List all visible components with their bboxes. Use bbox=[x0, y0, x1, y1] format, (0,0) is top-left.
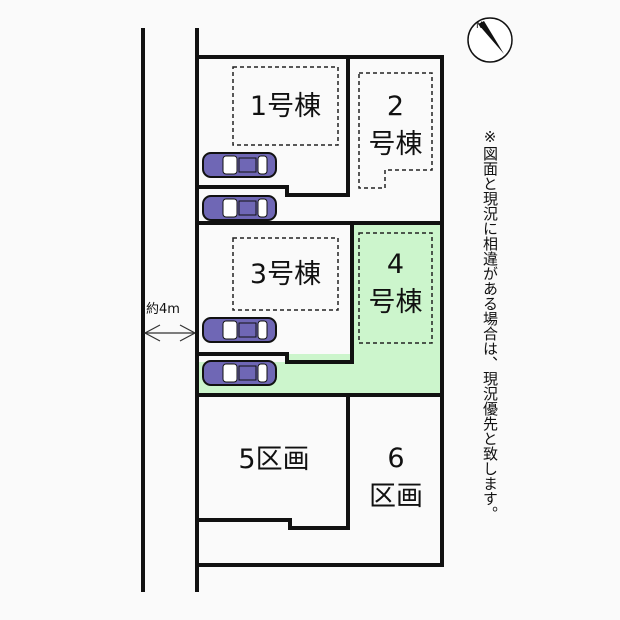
disclaimer-note: ※図面と現況に相違がある場合は、現況優先と致します。 bbox=[481, 128, 499, 521]
building-outlines bbox=[232, 66, 433, 344]
lot-2-label: 2 号棟 bbox=[359, 88, 432, 164]
car-icon bbox=[202, 317, 277, 343]
lot-6-label: 6 区画 bbox=[350, 440, 442, 516]
svg-text:N: N bbox=[476, 21, 483, 31]
lot-4-number: 4 bbox=[386, 249, 405, 280]
lot-6-suffix: 区画 bbox=[369, 481, 423, 512]
road-width-label: 約4m bbox=[146, 302, 180, 317]
lot-5-label: 5区画 bbox=[238, 444, 310, 475]
lot-6-number: 6 bbox=[387, 443, 405, 474]
lot-2-suffix: 号棟 bbox=[368, 129, 423, 160]
car-icon bbox=[202, 195, 277, 221]
road-width-arrow bbox=[143, 324, 197, 342]
lot-4-suffix: 号棟 bbox=[368, 287, 423, 318]
lot-2-number: 2 bbox=[386, 91, 405, 122]
lot-4-highlight bbox=[197, 223, 442, 395]
lot-1-label: 1号棟 bbox=[249, 91, 322, 122]
lot-4-label: 4 号棟 bbox=[359, 246, 432, 322]
car-icon bbox=[202, 360, 277, 386]
car-icon bbox=[202, 152, 277, 178]
north-compass-icon: N bbox=[467, 17, 513, 63]
lot-boundaries bbox=[195, 55, 444, 567]
lot-3-label: 3号棟 bbox=[249, 259, 322, 290]
